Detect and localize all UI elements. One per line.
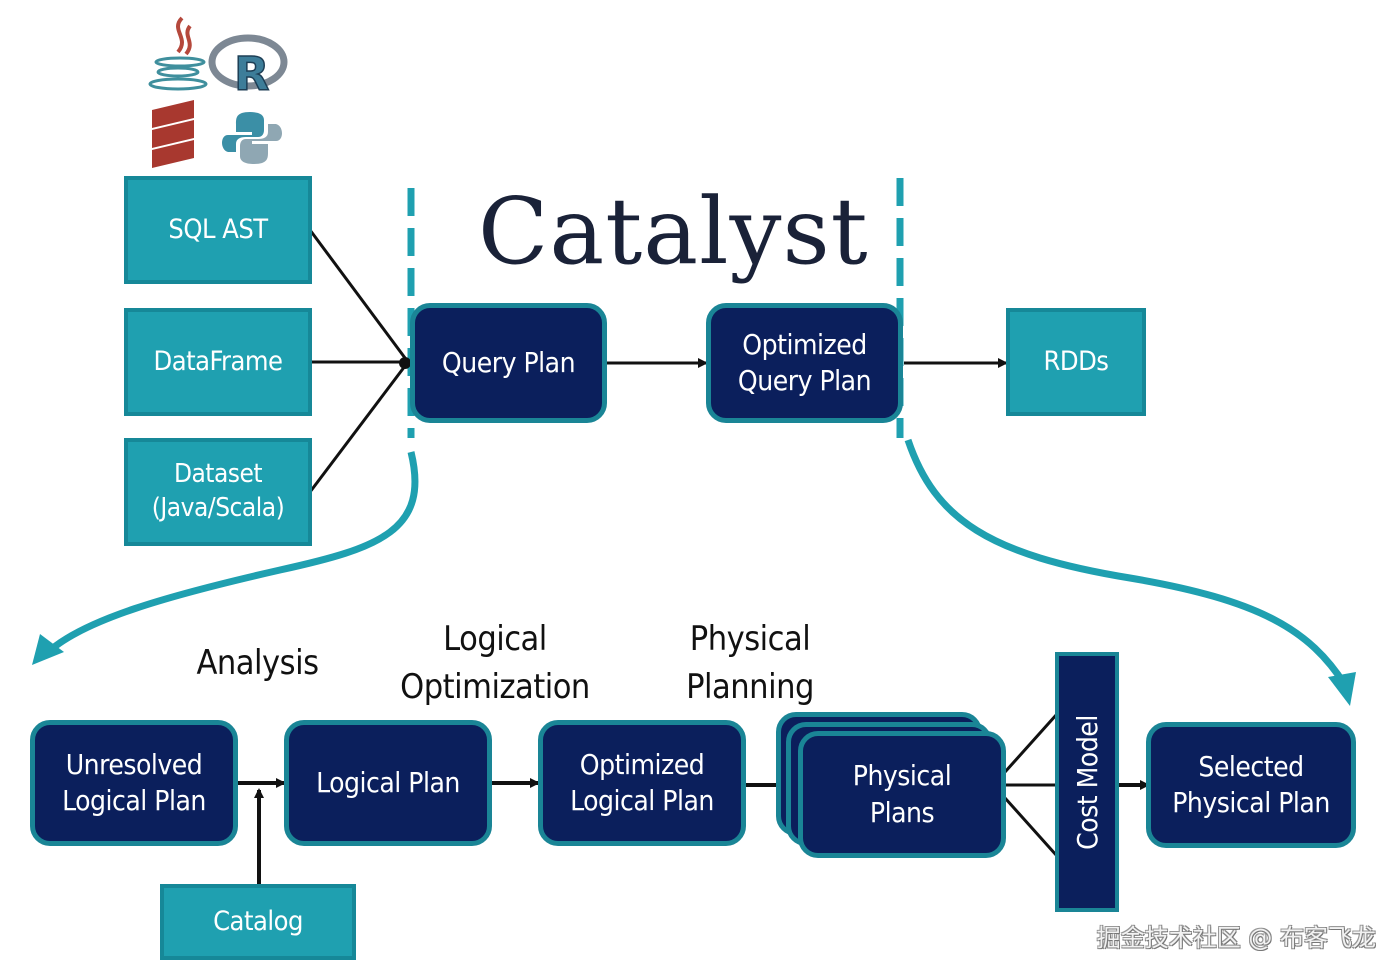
svg-text:R: R <box>234 47 269 101</box>
optimized-logical-plan-node: Optimized Logical Plan <box>538 720 746 846</box>
input-sql-ast-label: SQL AST <box>168 214 268 246</box>
connector-physical-cost-top <box>1003 712 1059 774</box>
rdds-label: RDDs <box>1043 346 1109 378</box>
unresolved-logical-plan-node: Unresolved Logical Plan <box>30 720 238 846</box>
scala-icon <box>152 100 194 168</box>
input-dataframe: DataFrame <box>124 308 312 416</box>
input-dataset: Dataset (Java/Scala) <box>124 438 312 546</box>
input-sql-ast: SQL AST <box>124 176 312 284</box>
physical-plans-node: Physical Plans <box>798 731 1006 858</box>
selected-physical-plan-label: Selected Physical Plan <box>1172 749 1330 819</box>
curve-arrow-left <box>42 451 419 658</box>
query-plan-label: Query Plan <box>441 345 576 379</box>
optimized-query-plan-label: Optimized Query Plan <box>737 327 872 397</box>
query-plan-node: Query Plan <box>410 303 607 423</box>
cost-model-label: Cost Model <box>1070 714 1104 850</box>
watermark: 掘金技术社区 @ 布客飞龙 <box>1096 924 1376 952</box>
connector-join-dot <box>399 357 411 369</box>
physical-plans-label: Physical Plans <box>852 759 952 829</box>
logical-plan-node: Logical Plan <box>284 720 492 846</box>
optimized-query-plan-node: Optimized Query Plan <box>706 303 903 423</box>
connector-sql-ast <box>308 229 410 363</box>
stage-physical-planning: Physical Planning <box>686 619 814 707</box>
r-icon: R <box>208 34 288 102</box>
unresolved-logical-plan-label: Unresolved Logical Plan <box>62 747 206 817</box>
curve-arrow-right-head <box>1328 672 1356 706</box>
logical-plan-label: Logical Plan <box>316 765 460 799</box>
curve-arrow-left-head <box>32 634 64 665</box>
cost-model-node: Cost Model <box>1055 652 1119 912</box>
connector-physical-cost-bottom <box>1003 796 1059 858</box>
input-dataframe-label: DataFrame <box>153 346 283 378</box>
selected-physical-plan-node: Selected Physical Plan <box>1146 722 1356 848</box>
optimized-logical-plan-label: Optimized Logical Plan <box>570 747 714 817</box>
curve-arrow-right <box>904 438 1348 687</box>
catalog-label: Catalog <box>213 906 303 938</box>
stage-analysis: Analysis <box>196 643 319 683</box>
java-icon <box>148 16 208 91</box>
catalog-node: Catalog <box>160 884 356 960</box>
rdds-node: RDDs <box>1006 308 1146 416</box>
connector-dataset <box>308 361 410 493</box>
input-dataset-label: Dataset (Java/Scala) <box>151 459 285 523</box>
python-icon <box>222 112 282 164</box>
stage-logical-optimization: Logical Optimization <box>400 619 590 707</box>
catalyst-title: Catalyst <box>478 178 869 285</box>
